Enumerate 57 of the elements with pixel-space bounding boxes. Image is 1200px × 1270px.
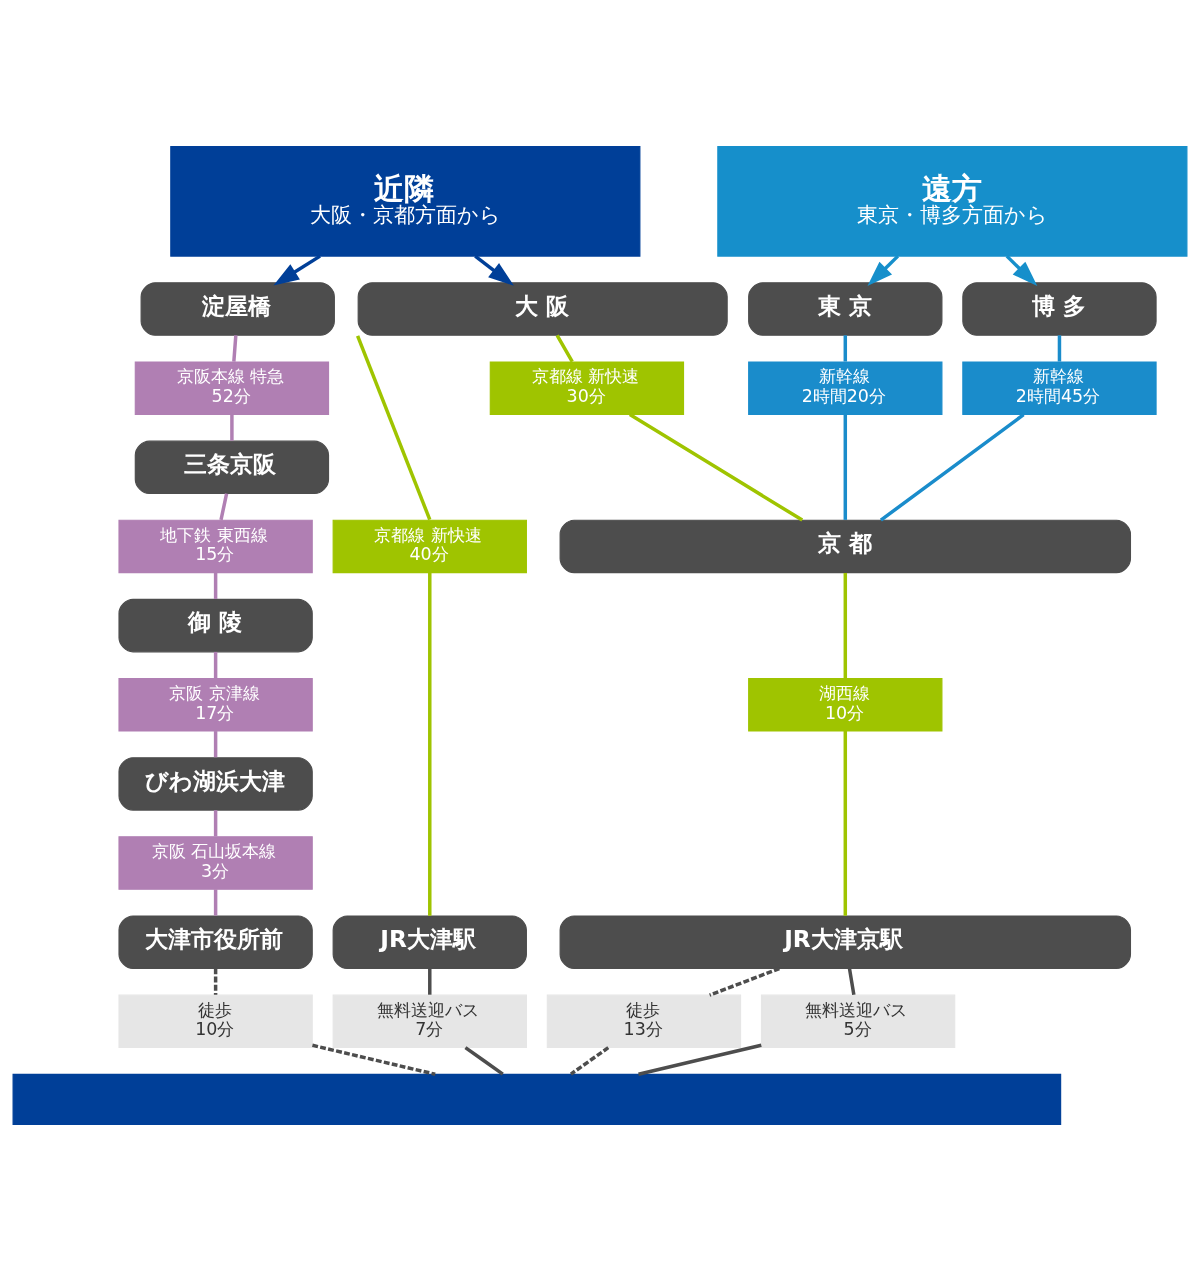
node-box: 湖西線 10分 [748, 677, 943, 732]
node-box: 新幹線 2時間45分 [962, 360, 1157, 415]
connector [555, 333, 574, 362]
connector [628, 412, 804, 522]
connector [843, 572, 848, 678]
connector [213, 968, 218, 995]
node-box: 大津市役所前 [118, 914, 313, 969]
connector [213, 888, 218, 916]
node-box: びわ湖浜大津 [118, 756, 313, 811]
connector [213, 730, 218, 757]
node-bar [12, 1073, 1062, 1125]
connector [356, 334, 432, 520]
connector [879, 412, 1025, 522]
node-box: JR大津駅 [332, 914, 527, 969]
node-box: 三条京阪 [134, 440, 330, 494]
connector [843, 414, 848, 520]
connector [847, 967, 856, 995]
connector [709, 966, 780, 997]
node-box: 京 都 [559, 519, 1132, 573]
arrow [867, 254, 900, 286]
connector [213, 651, 218, 678]
node-box: 大 阪 [357, 281, 728, 336]
node-box: 近隣 大阪・京都方面から [170, 145, 641, 257]
node-box: 無料送迎バス 7分 [332, 994, 527, 1048]
connector [569, 1045, 610, 1076]
connector [232, 334, 238, 362]
connector [428, 572, 432, 916]
arrow [474, 254, 514, 286]
node-box: 御 陵 [118, 598, 313, 652]
arrow [1005, 254, 1038, 286]
connector [213, 809, 218, 836]
node-box: 京阪 石山坂本線 3分 [118, 835, 313, 890]
node-box: 遠方 東京・博多方面から [717, 145, 1188, 257]
connector [638, 1043, 762, 1076]
node-box: 地下鉄 東西線 15分 [118, 519, 313, 573]
connector [428, 968, 432, 995]
node-box: 新幹線 2時間20分 [748, 360, 943, 415]
node-box: 淀屋橋 [140, 281, 335, 336]
connector [312, 1043, 436, 1076]
connector [1057, 334, 1062, 362]
node-box: 京阪本線 特急 52分 [134, 360, 330, 415]
node-box: 徒歩 13分 [546, 994, 742, 1048]
connector [230, 414, 234, 441]
node-box: 博 多 [962, 281, 1157, 336]
arrow [273, 254, 321, 285]
node-box: JR大津京駅 [559, 914, 1132, 969]
node-box: 京阪 京津線 17分 [118, 677, 313, 732]
connector [464, 1045, 504, 1076]
connector [213, 572, 218, 599]
connector [219, 492, 229, 520]
connector [843, 730, 848, 916]
node-box: 京都線 新快速 40分 [332, 519, 527, 573]
node-box: 徒歩 10分 [118, 994, 313, 1048]
node-box: 無料送迎バス 5分 [760, 994, 956, 1048]
node-box: 京都線 新快速 30分 [489, 360, 685, 415]
node-box: 東 京 [748, 281, 943, 336]
connector [843, 334, 848, 362]
